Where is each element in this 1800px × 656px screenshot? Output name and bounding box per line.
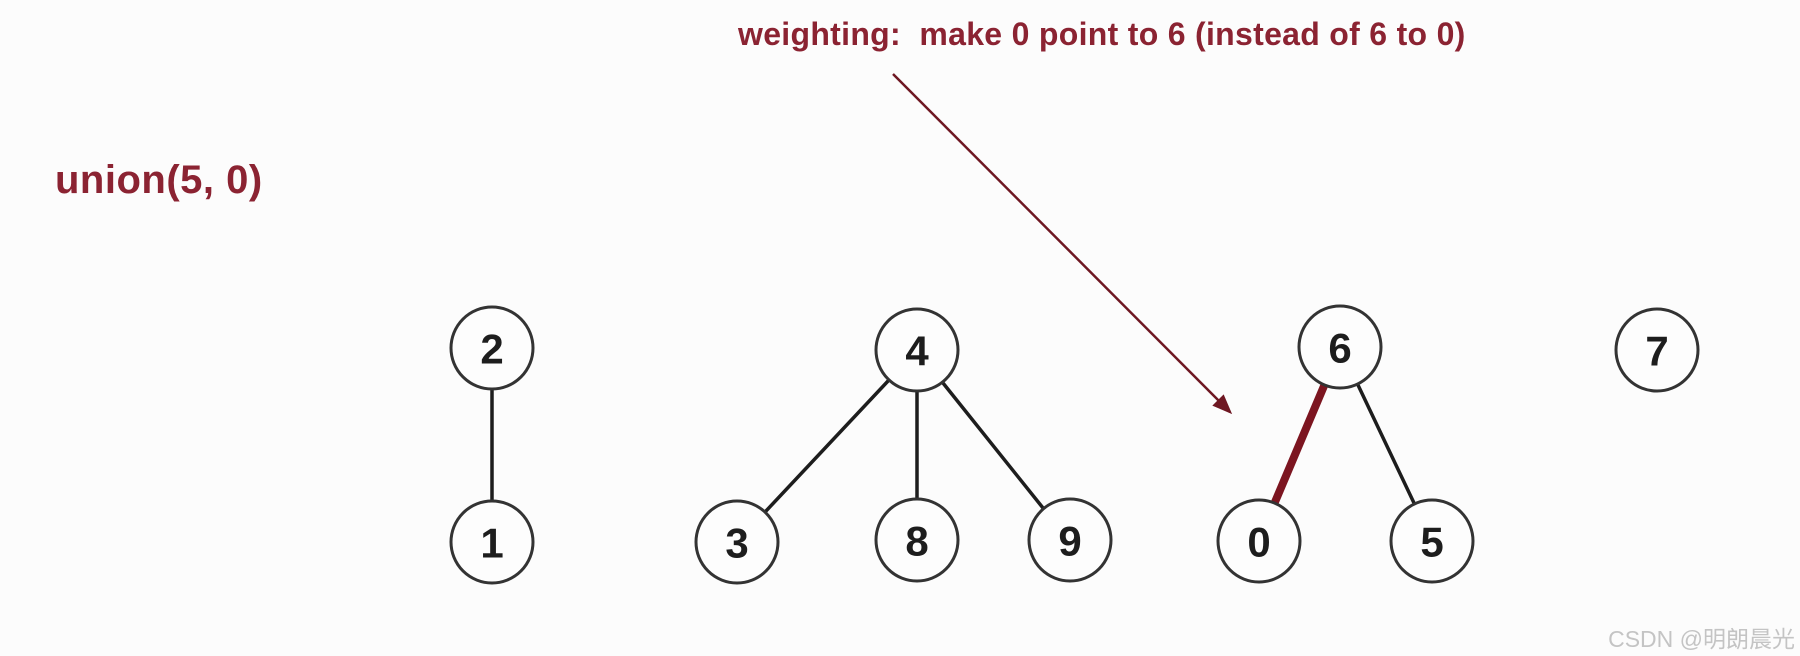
tree-rooted-at-7: 7 [1614,307,1700,393]
node-7: 7 [1614,307,1700,393]
node-8-circle [874,497,960,583]
node-6-circle [1297,304,1383,390]
node-2-circle [449,305,535,391]
node-5-circle [1389,498,1475,584]
node-1-label: 1 [480,520,503,567]
node-9-label: 9 [1058,518,1081,565]
tree-rooted-at-2: 2 1 [449,305,535,585]
node-6: 6 [1297,304,1383,390]
operation-label: union(5, 0) [55,158,263,202]
node-3-circle [694,499,780,585]
node-2-label: 2 [480,326,503,373]
node-3: 3 [694,499,780,585]
annotation-arrow [892,73,1233,415]
node-7-circle [1614,307,1700,393]
node-8-label: 8 [905,518,928,565]
watermark: CSDN @明朗晨光 [1608,626,1795,652]
node-7-label: 7 [1645,328,1668,375]
node-0-label: 0 [1247,519,1270,566]
node-9: 9 [1027,497,1113,583]
node-4-label: 4 [905,328,929,375]
node-3-label: 3 [725,520,748,567]
node-0-circle [1216,498,1302,584]
node-0: 0 [1216,498,1302,584]
edge-4-3 [764,379,890,513]
node-9-circle [1027,497,1113,583]
node-8: 8 [874,497,960,583]
node-4: 4 [874,307,960,393]
node-1: 1 [449,499,535,585]
node-5-label: 5 [1420,519,1443,566]
tree-rooted-at-4: 4 3 8 9 [694,307,1113,585]
tree-rooted-at-6: 6 0 5 [1216,304,1475,584]
node-2: 2 [449,305,535,391]
node-1-circle [449,499,535,585]
node-5: 5 [1389,498,1475,584]
node-6-label: 6 [1328,325,1351,372]
edge-6-0-highlighted [1271,382,1328,506]
annotation-text: weighting: make 0 point to 6 (instead of… [738,16,1466,52]
edge-6-5 [1356,383,1416,505]
edge-4-9 [941,381,1045,510]
node-4-circle [874,307,960,393]
